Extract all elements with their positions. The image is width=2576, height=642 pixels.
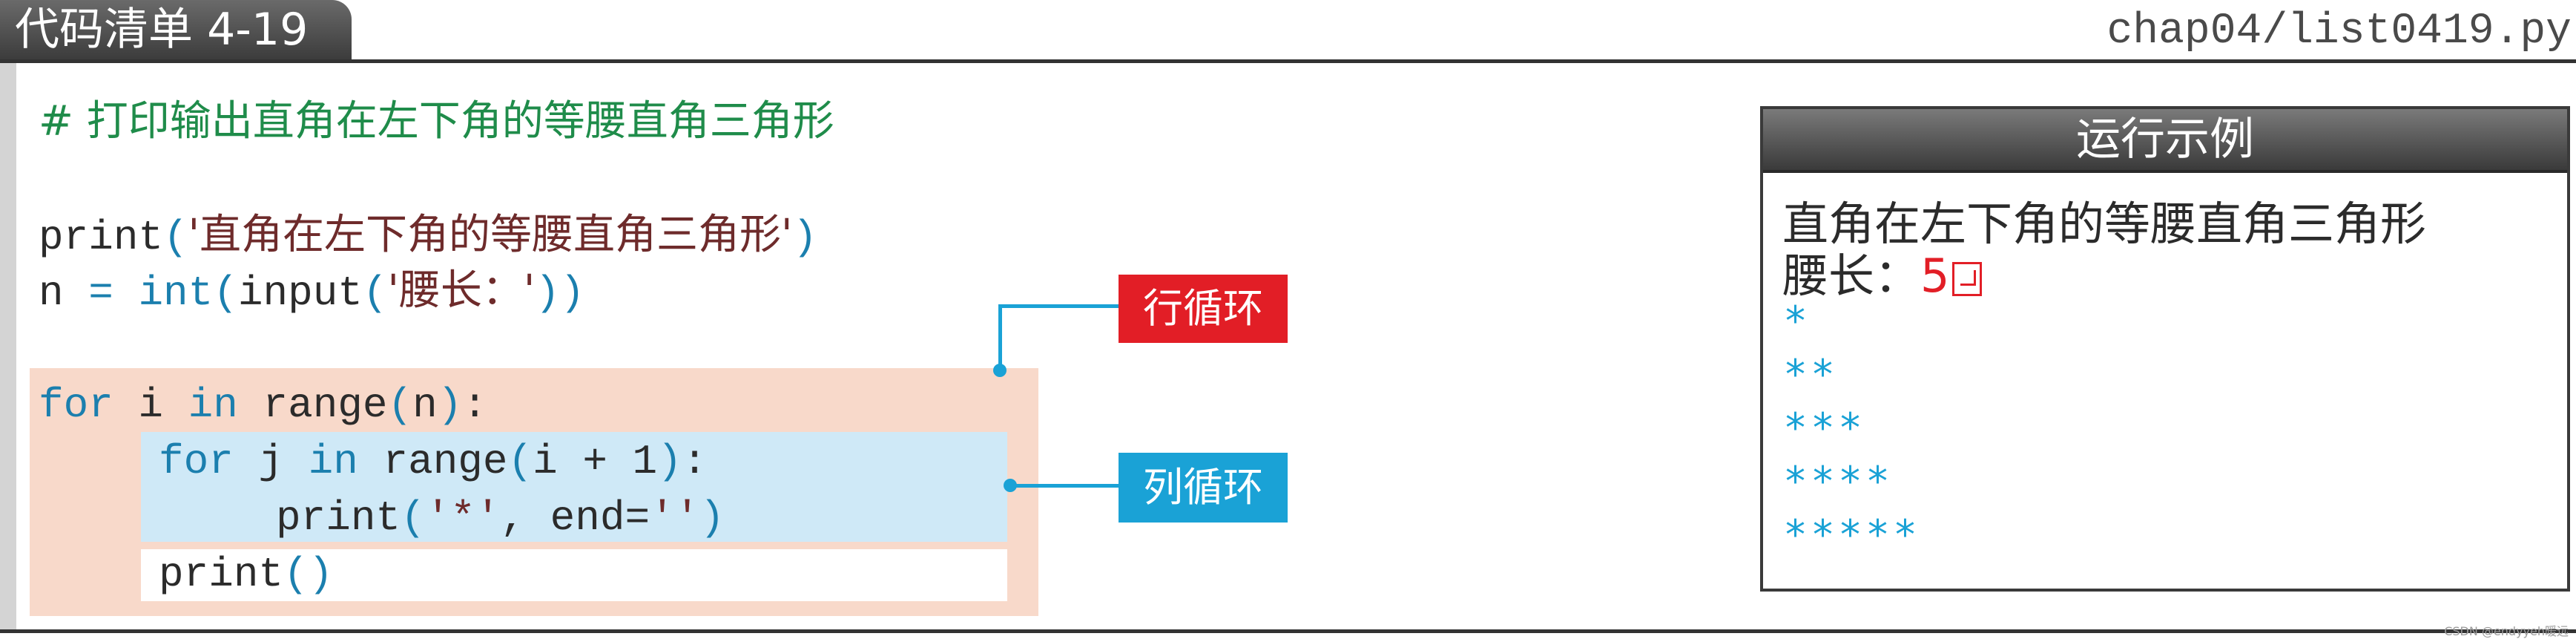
code-string: '*' (425, 494, 501, 542)
code-token: )) (535, 269, 585, 317)
code-line-print-title: print('直角在左下角的等腰直角三角形') (39, 211, 818, 262)
code-token: range (358, 438, 508, 485)
star-row: * (1785, 298, 1813, 344)
code-keyword: in (308, 438, 358, 485)
code-token: int (138, 269, 214, 317)
code-token: j (233, 438, 309, 485)
run-example-title: 运行示例 (2076, 114, 2254, 166)
code-token: print (39, 214, 164, 261)
code-token: ( (387, 381, 413, 429)
inner-loop-region (141, 432, 1007, 542)
code-token: n (39, 269, 64, 317)
print-newline-region (141, 549, 1007, 601)
code-keyword: in (188, 381, 238, 429)
row-loop-connector-horizontal (998, 304, 1120, 308)
code-token: range (237, 381, 388, 429)
star-row: ***** (1785, 511, 1923, 558)
code-token: ( (362, 269, 388, 317)
row-loop-connector-vertical (998, 304, 1002, 373)
example-output-line: 直角在左下角的等腰直角三角形 (1782, 197, 2427, 251)
code-comment: # 打印输出直角在左下角的等腰直角三角形 (39, 97, 834, 145)
code-line-print-star: print('*', end='') (276, 494, 725, 542)
code-token: ) (699, 494, 725, 542)
row-loop-anchor-dot (993, 364, 1007, 377)
run-example-panel: 运行示例 直角在左下角的等腰直角三角形 腰长：5 * ** *** **** *… (1760, 106, 2570, 592)
code-token: input (237, 269, 363, 317)
code-string: '腰长：' (387, 266, 536, 315)
example-prompt-line: 腰长：5 (1782, 238, 1983, 305)
code-token: i + 1 (533, 438, 658, 485)
listing-title: 代码清单 4-19 (15, 4, 309, 56)
run-example-header: 运行示例 (1763, 109, 2567, 173)
code-token: ) (792, 214, 818, 261)
star-row: **** (1785, 458, 1895, 505)
star-row: *** (1785, 404, 1868, 451)
code-line-input: n = int(input('腰长：')) (39, 266, 585, 318)
code-token: ( (163, 214, 188, 261)
enter-key-icon (1952, 261, 1983, 296)
code-token: : (462, 381, 487, 429)
watermark: CSDN @endyyeh暖远 (2444, 624, 2569, 638)
col-loop-anchor-dot (1004, 479, 1017, 492)
code-token: print (276, 494, 401, 542)
code-token: i (113, 381, 188, 429)
code-token: ( (507, 438, 533, 485)
code-string: '直角在左下角的等腰直角三角形' (188, 211, 793, 259)
code-token: ( (213, 269, 238, 317)
code-line-outer-for: for i in range(n): (39, 381, 487, 429)
code-token: = (63, 269, 139, 317)
code-token: () (283, 551, 334, 598)
col-loop-label: 列循环 (1119, 453, 1288, 523)
footer-divider (0, 629, 2576, 633)
code-keyword: for (39, 381, 113, 429)
code-token: ( (401, 494, 426, 542)
code-token: , end= (500, 494, 650, 542)
left-margin-bar (0, 63, 16, 629)
col-loop-connector (1010, 484, 1120, 488)
row-loop-label: 行循环 (1119, 275, 1288, 343)
example-prompt: 腰长： (1782, 249, 1921, 303)
star-row: ** (1785, 351, 1840, 398)
code-line-inner-for: for j in range(i + 1): (159, 438, 707, 485)
code-token: : (682, 438, 708, 485)
code-token: print (159, 551, 284, 598)
example-input-value: 5 (1920, 249, 1950, 303)
code-token: ) (437, 381, 463, 429)
code-token: ) (657, 438, 682, 485)
code-keyword: for (159, 438, 234, 485)
file-path: chap04/list0419.py (2106, 7, 2572, 56)
code-token: n (412, 381, 438, 429)
code-line-print-newline: print() (159, 551, 333, 598)
header-divider (0, 59, 2576, 63)
listing-title-tab: 代码清单 4-19 (0, 0, 352, 59)
code-string: '' (650, 494, 700, 542)
